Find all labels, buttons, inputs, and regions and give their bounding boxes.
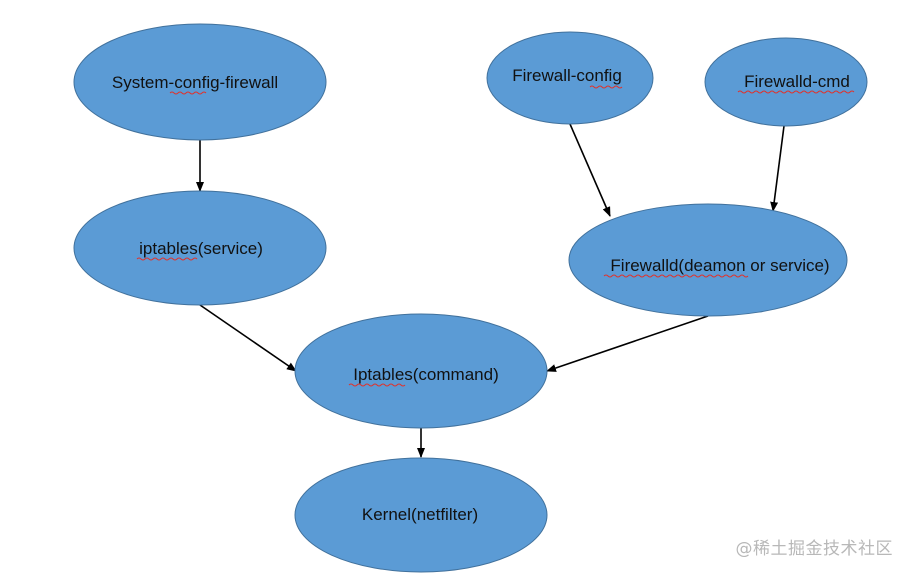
- spellcheck-underline: [348, 383, 406, 387]
- node-iptables-command[interactable]: Iptables(command): [294, 313, 548, 429]
- node-firewalld-daemon[interactable]: Firewalld(deamon or service): [568, 203, 848, 317]
- node-label-iptables-command: Iptables(command): [353, 365, 499, 384]
- node-label-system-config-firewall: System-config-firewall: [112, 73, 278, 92]
- node-firewall-config[interactable]: Firewall-config: [486, 31, 654, 125]
- spellcheck-underline: [737, 90, 855, 94]
- edge-firewalld-daemon-to-iptables-command: [546, 315, 709, 372]
- node-label-iptables-service: iptables(service): [139, 239, 263, 258]
- edge-firewalld-cmd-to-firewalld-daemon: [770, 125, 785, 212]
- node-firewalld-cmd[interactable]: Firewalld-cmd: [704, 37, 868, 127]
- node-kernel-netfilter[interactable]: Kernel(netfilter): [294, 457, 548, 573]
- node-system-config-firewall[interactable]: System-config-firewall: [73, 23, 327, 141]
- node-label-firewall-config: Firewall-config: [512, 66, 622, 85]
- spellcheck-underline: [603, 274, 749, 278]
- spellcheck-underline: [136, 257, 198, 261]
- spellcheck-underline: [589, 85, 623, 89]
- watermark: @稀土掘金技术社区: [735, 539, 893, 559]
- node-label-firewalld-daemon: Firewalld(deamon or service): [610, 256, 829, 275]
- edges-group: [196, 123, 785, 458]
- edge-iptables-service-to-iptables-command: [199, 304, 297, 372]
- node-label-kernel-netfilter: Kernel(netfilter): [362, 505, 478, 524]
- nodes-group: System-config-firewall Firewall-config F…: [73, 23, 868, 573]
- spellcheck-underline: [169, 91, 207, 95]
- node-label-firewalld-cmd: Firewalld-cmd: [744, 72, 850, 91]
- node-iptables-service[interactable]: iptables(service): [73, 190, 327, 306]
- edge-firewall-config-to-firewalld-daemon: [569, 123, 611, 217]
